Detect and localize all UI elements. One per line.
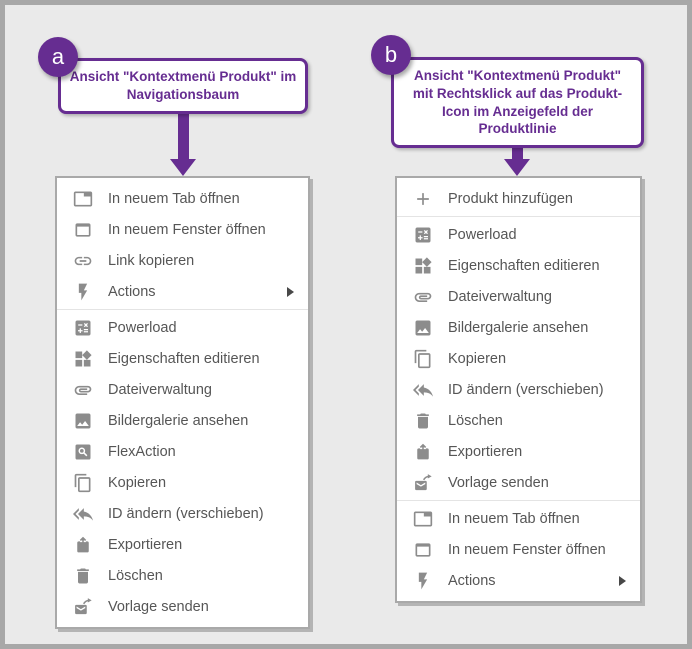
menu-item-loschen[interactable]: Löschen xyxy=(397,405,640,436)
menu-item-label: Dateiverwaltung xyxy=(108,381,212,398)
menu-item-label: In neuem Fenster öffnen xyxy=(448,541,606,558)
menu-item-label: ID ändern (verschieben) xyxy=(108,505,264,522)
menu-separator xyxy=(57,309,308,310)
menu-item-vorlage-senden[interactable]: Vorlage senden xyxy=(57,591,308,622)
menu-item-powerload[interactable]: Powerload xyxy=(57,312,308,343)
menu-item-in-neuem-tab-offnen[interactable]: In neuem Tab öffnen xyxy=(57,183,308,214)
trash-icon xyxy=(413,411,433,431)
callout-a-arrow xyxy=(178,111,189,161)
menu-item-id-andern-verschieben[interactable]: ID ändern (verschieben) xyxy=(397,374,640,405)
menu-item-label: In neuem Fenster öffnen xyxy=(108,221,266,238)
tab-icon xyxy=(73,189,93,209)
menu-item-label: Powerload xyxy=(448,226,517,243)
tab-icon xyxy=(413,509,433,529)
window-icon xyxy=(73,220,93,240)
menu-item-bildergalerie-ansehen[interactable]: Bildergalerie ansehen xyxy=(397,312,640,343)
menu-item-in-neuem-fenster-offnen[interactable]: In neuem Fenster öffnen xyxy=(57,214,308,245)
menu-item-label: Powerload xyxy=(108,319,177,336)
callout-a-label: Ansicht "Kontextmenü Produkt" im Navigat… xyxy=(58,58,308,114)
callout-a-badge: a xyxy=(38,37,78,77)
menu-item-loschen[interactable]: Löschen xyxy=(57,560,308,591)
plus-icon xyxy=(413,189,433,209)
menu-item-label: Löschen xyxy=(448,412,503,429)
callout-b-badge: b xyxy=(371,35,411,75)
page-background: a Ansicht "Kontextmenü Produkt" im Navig… xyxy=(5,5,687,644)
menu-item-label: Produkt hinzufügen xyxy=(448,190,573,207)
menu-item-powerload[interactable]: Powerload xyxy=(397,219,640,250)
menu-separator xyxy=(397,216,640,217)
widgets-icon xyxy=(73,349,93,369)
callout-a-arrowhead-icon xyxy=(170,159,196,176)
menu-item-label: Vorlage senden xyxy=(108,598,209,615)
menu-item-exportieren[interactable]: Exportieren xyxy=(57,529,308,560)
menu-item-label: Actions xyxy=(108,283,156,300)
image-icon xyxy=(73,411,93,431)
menu-item-label: Link kopieren xyxy=(108,252,195,269)
menu-item-flexaction[interactable]: FlexAction xyxy=(57,436,308,467)
copy-icon xyxy=(73,473,93,493)
menu-item-dateiverwaltung[interactable]: Dateiverwaltung xyxy=(397,281,640,312)
image-icon xyxy=(413,318,433,338)
menu-item-label: Dateiverwaltung xyxy=(448,288,552,305)
menu-item-actions[interactable]: Actions xyxy=(397,565,640,596)
menu-item-eigenschaften-editieren[interactable]: Eigenschaften editieren xyxy=(57,343,308,374)
menu-item-exportieren[interactable]: Exportieren xyxy=(397,436,640,467)
menu-item-produkt-hinzufugen[interactable]: Produkt hinzufügen xyxy=(397,183,640,214)
menu-item-label: Actions xyxy=(448,572,496,589)
trash-icon xyxy=(73,566,93,586)
menu-item-label: FlexAction xyxy=(108,443,176,460)
menu-item-label: Kopieren xyxy=(108,474,167,491)
menu-item-label: Bildergalerie ansehen xyxy=(108,412,249,429)
reply-all-icon xyxy=(73,504,93,524)
menu-item-bildergalerie-ansehen[interactable]: Bildergalerie ansehen xyxy=(57,405,308,436)
menu-item-label: Eigenschaften editieren xyxy=(108,350,260,367)
calculator-icon xyxy=(413,225,433,245)
menu-item-actions[interactable]: Actions xyxy=(57,276,308,307)
menu-item-label: Exportieren xyxy=(108,536,183,553)
link-icon xyxy=(73,251,93,271)
menu-item-kopieren[interactable]: Kopieren xyxy=(57,467,308,498)
menu-item-label: Bildergalerie ansehen xyxy=(448,319,589,336)
bolt-icon xyxy=(73,282,93,302)
callout-b-arrow xyxy=(512,143,523,161)
menu-item-label: In neuem Tab öffnen xyxy=(448,510,580,527)
menu-item-label: Löschen xyxy=(108,567,163,584)
send-mail-icon xyxy=(413,473,433,493)
menu-item-id-andern-verschieben[interactable]: ID ändern (verschieben) xyxy=(57,498,308,529)
menu-item-in-neuem-fenster-offnen[interactable]: In neuem Fenster öffnen xyxy=(397,534,640,565)
menu-item-label: Vorlage senden xyxy=(448,474,549,491)
submenu-arrow-icon xyxy=(287,286,294,297)
menu-item-label: ID ändern (verschieben) xyxy=(448,381,604,398)
callout-b-arrowhead-icon xyxy=(504,159,530,176)
bolt-icon xyxy=(413,571,433,591)
copy-icon xyxy=(413,349,433,369)
menu-item-link-kopieren[interactable]: Link kopieren xyxy=(57,245,308,276)
callout-b-label: Ansicht "Kontextmenü Produkt" mit Rechts… xyxy=(391,57,644,149)
window-icon xyxy=(413,540,433,560)
paperclip-icon xyxy=(73,380,93,400)
menu-item-eigenschaften-editieren[interactable]: Eigenschaften editieren xyxy=(397,250,640,281)
export-icon xyxy=(413,442,433,462)
widgets-icon xyxy=(413,256,433,276)
menu-item-label: Kopieren xyxy=(448,350,507,367)
menu-item-dateiverwaltung[interactable]: Dateiverwaltung xyxy=(57,374,308,405)
menu-item-label: Exportieren xyxy=(448,443,523,460)
context-menu-navigationsbaum: In neuem Tab öffnen In neuem Fenster öffn… xyxy=(55,176,310,629)
search-box-icon xyxy=(73,442,93,462)
menu-item-label: In neuem Tab öffnen xyxy=(108,190,240,207)
menu-item-kopieren[interactable]: Kopieren xyxy=(397,343,640,374)
menu-item-in-neuem-tab-offnen[interactable]: In neuem Tab öffnen xyxy=(397,503,640,534)
reply-all-icon xyxy=(413,380,433,400)
calculator-icon xyxy=(73,318,93,338)
menu-separator xyxy=(397,500,640,501)
submenu-arrow-icon xyxy=(619,575,626,586)
send-mail-icon xyxy=(73,597,93,617)
export-icon xyxy=(73,535,93,555)
menu-item-vorlage-senden[interactable]: Vorlage senden xyxy=(397,467,640,498)
menu-item-label: Eigenschaften editieren xyxy=(448,257,600,274)
paperclip-icon xyxy=(413,287,433,307)
